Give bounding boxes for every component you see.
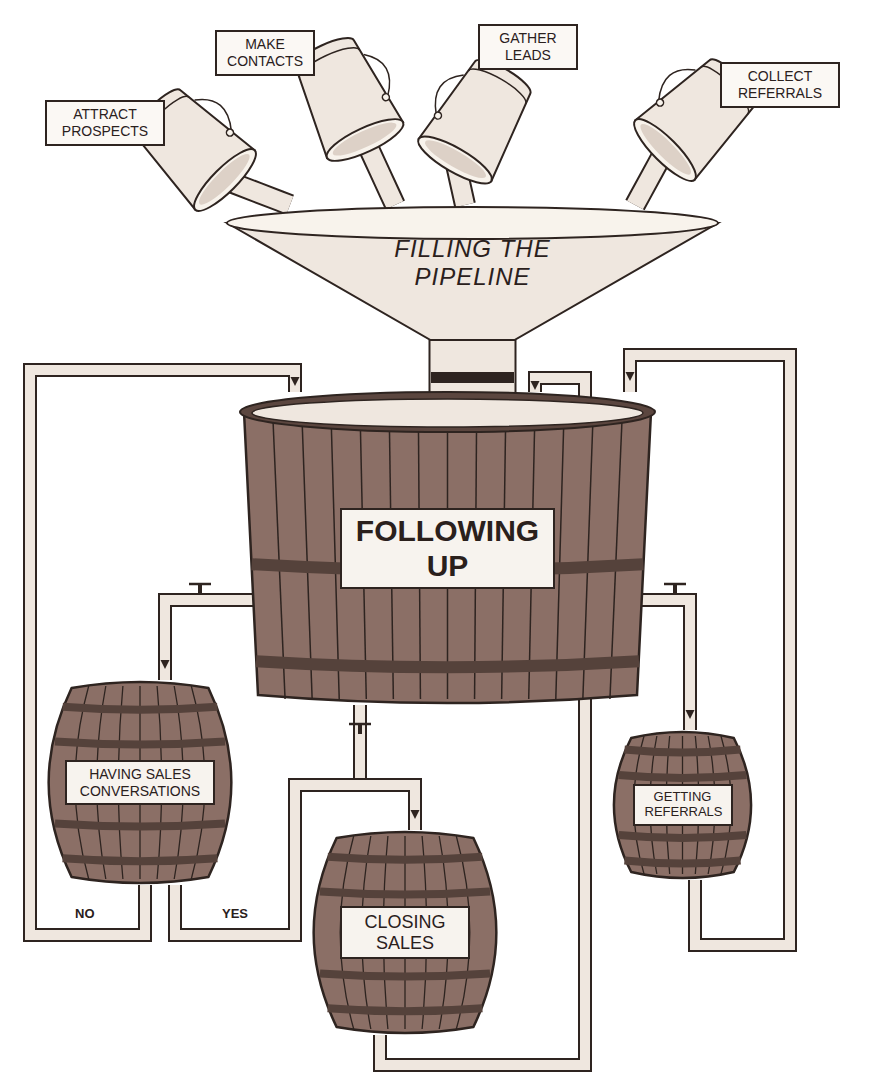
- label-plate: FILLING THE PIPELINE: [363, 231, 583, 294]
- flow-arrow: [291, 377, 300, 386]
- label-plate: HAVING SALES CONVERSATIONS: [65, 760, 215, 804]
- funnel-neck: [472, 340, 473, 392]
- label-plate: CLOSING SALES: [340, 906, 470, 959]
- barrel: HAVING SALES CONVERSATIONS: [50, 680, 230, 885]
- hoop: [320, 974, 490, 977]
- barrel-body: [49, 682, 232, 883]
- funnel: FILLING THE PIPELINE: [225, 205, 720, 340]
- hoop: [320, 892, 490, 895]
- barrel-body: [314, 832, 497, 1033]
- bucket-label: GATHER LEADS: [478, 24, 578, 70]
- node-text: GETTING REFERRALS: [645, 790, 721, 820]
- bucket-label: MAKE CONTACTS: [215, 30, 315, 76]
- hoop: [55, 742, 225, 745]
- stave: [583, 422, 593, 699]
- node-text: HAVING SALES CONVERSATIONS: [77, 766, 203, 798]
- node-text: GATHER LEADS: [486, 30, 570, 64]
- branch-label: NO: [72, 906, 98, 922]
- hoop: [624, 861, 740, 864]
- hoop: [55, 824, 225, 827]
- hoop: [63, 707, 218, 710]
- stave: [331, 422, 339, 699]
- funnel-neck-outline: [429, 340, 517, 392]
- pipe: [655, 600, 695, 730]
- flow-arrow: [161, 660, 170, 669]
- barrel: GETTING REFERRALS: [615, 730, 750, 880]
- bucket-label: ATTRACT PROSPECTS: [45, 100, 165, 146]
- hoop: [619, 835, 747, 838]
- funnel-cone: [227, 223, 718, 340]
- node-text: MAKE CONTACTS: [223, 36, 307, 70]
- label-plate: FOLLOWING UP: [340, 508, 555, 589]
- stave: [302, 422, 312, 699]
- hoop: [328, 857, 483, 860]
- funnel-band: [431, 372, 514, 383]
- node-text: FILLING THE PIPELINE: [373, 235, 573, 290]
- pipe-fill: [655, 600, 690, 730]
- tub-body: [244, 412, 651, 703]
- tub-water: [252, 399, 643, 427]
- node-text: ATTRACT PROSPECTS: [53, 106, 157, 140]
- flow-arrow: [411, 810, 420, 819]
- barrel: CLOSING SALES: [315, 830, 495, 1035]
- stave: [556, 422, 564, 699]
- hoop: [256, 661, 639, 667]
- funnel-neck-fill: [431, 340, 515, 392]
- hoop: [63, 858, 218, 861]
- hoop: [619, 775, 747, 778]
- pipe-outline: [655, 600, 690, 730]
- bucket-label: COLLECT REFERRALS: [720, 62, 840, 108]
- hoop: [624, 750, 740, 753]
- flow-arrow: [686, 710, 695, 719]
- flow-arrow: [531, 381, 540, 390]
- hoop: [328, 1008, 483, 1011]
- tub-barrel: FOLLOWING UP: [240, 392, 655, 705]
- funnel-rim: [227, 207, 718, 239]
- tub-rim: [240, 392, 655, 432]
- pipe-outline: [165, 600, 240, 680]
- barrel-body: [614, 732, 751, 878]
- label-plate: GETTING REFERRALS: [633, 784, 733, 826]
- pipe-fill: [165, 600, 240, 680]
- node-text: COLLECT REFERRALS: [728, 68, 832, 102]
- flow-arrow: [626, 372, 635, 381]
- node-text: CLOSING SALES: [352, 912, 458, 953]
- branch-label: YES: [219, 906, 251, 922]
- pipe: [161, 600, 241, 680]
- node-text: FOLLOWING UP: [352, 514, 543, 583]
